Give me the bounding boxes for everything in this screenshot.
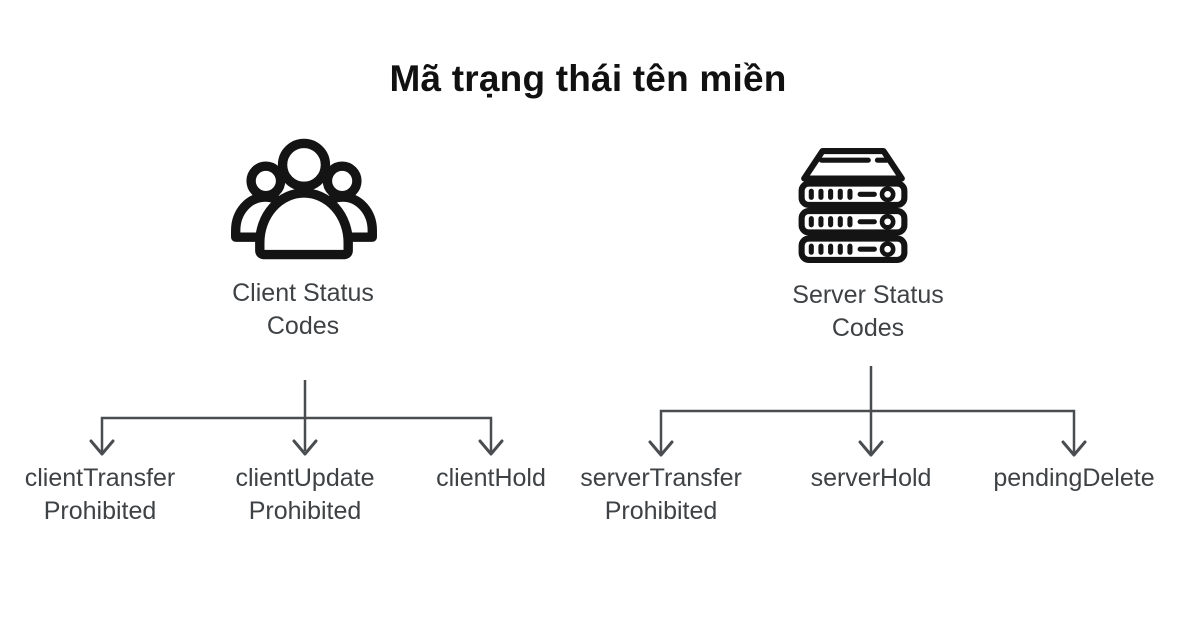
label-line: Server Status [792, 281, 944, 309]
leaf-server-hold: serverHold [756, 462, 986, 495]
leaf-client-transfer-prohibited: clientTransfer Prohibited [0, 462, 215, 528]
arrowhead-icon [89, 439, 115, 456]
label-line: clientTransfer [24, 464, 176, 492]
leaf-server-transfer-prohibited: serverTransfer Prohibited [546, 462, 776, 528]
leaf-client-update-prohibited: clientUpdate Prohibited [190, 462, 420, 528]
label-line: Prohibited [604, 497, 718, 525]
label-line: Client Status [232, 279, 374, 307]
label-line: Codes [266, 312, 340, 340]
arrowhead-icon [648, 440, 674, 457]
leaf-pending-delete: pendingDelete [959, 462, 1189, 495]
users-group-icon [231, 138, 377, 260]
server-rack-icon [798, 148, 908, 263]
label-line: Prohibited [248, 497, 362, 525]
server-status-codes-label: Server Status Codes [753, 279, 983, 345]
label-line: Codes [831, 314, 905, 342]
users-group-icon [229, 130, 379, 264]
label-line: serverHold [810, 464, 932, 492]
label-line: clientUpdate [235, 464, 375, 492]
client-status-codes-label: Client Status Codes [188, 277, 418, 343]
arrowhead-icon [478, 439, 504, 456]
label-line: clientHold [436, 464, 546, 492]
arrowhead-icon [292, 439, 318, 456]
leaf-client-hold: clientHold [376, 462, 606, 495]
label-line: serverTransfer [580, 464, 742, 492]
arrowhead-icon [1061, 440, 1087, 457]
label-line: Prohibited [43, 497, 157, 525]
server-rack-icon [797, 148, 909, 266]
page-title: Mã trạng thái tên miền [389, 58, 787, 99]
arrowhead-icon [858, 440, 884, 457]
label-line: pendingDelete [993, 464, 1155, 492]
